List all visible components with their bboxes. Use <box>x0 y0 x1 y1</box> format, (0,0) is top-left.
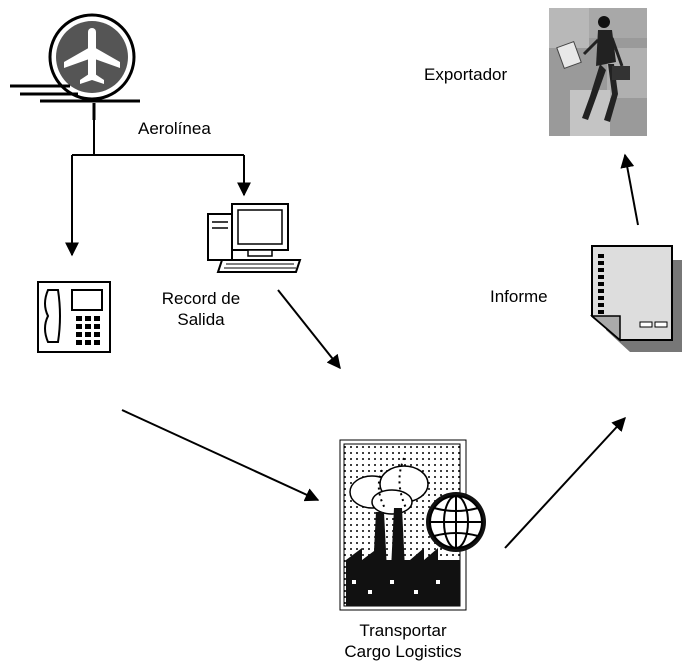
report-document-icon <box>589 245 682 352</box>
arrow-transport-to-report <box>504 416 626 549</box>
report-label: Informe <box>490 287 548 306</box>
record-label-line2: Salida <box>177 310 225 329</box>
airplane-icon <box>10 13 140 120</box>
businesswoman-icon <box>549 8 647 136</box>
transport-label-line2: Cargo Logistics <box>344 642 462 661</box>
telephone-icon <box>37 281 111 353</box>
arrow-report-to-exporter <box>620 153 639 226</box>
airline-connectors <box>65 120 251 257</box>
transport-label: Transportar Cargo Logistics <box>320 620 486 662</box>
airline-label: Aerolínea <box>138 119 211 138</box>
exporter-label: Exportador <box>424 65 508 84</box>
record-label-line1: Record de <box>161 289 241 308</box>
factory-globe-icon <box>339 439 486 611</box>
transport-label-line1: Transportar <box>359 621 447 640</box>
arrow-record-to-transport <box>277 289 341 370</box>
record-label: Record de Salida <box>146 288 256 330</box>
computer-icon <box>207 203 302 273</box>
flow-arrows <box>121 153 639 549</box>
arrow-phone-to-transport <box>121 409 320 502</box>
